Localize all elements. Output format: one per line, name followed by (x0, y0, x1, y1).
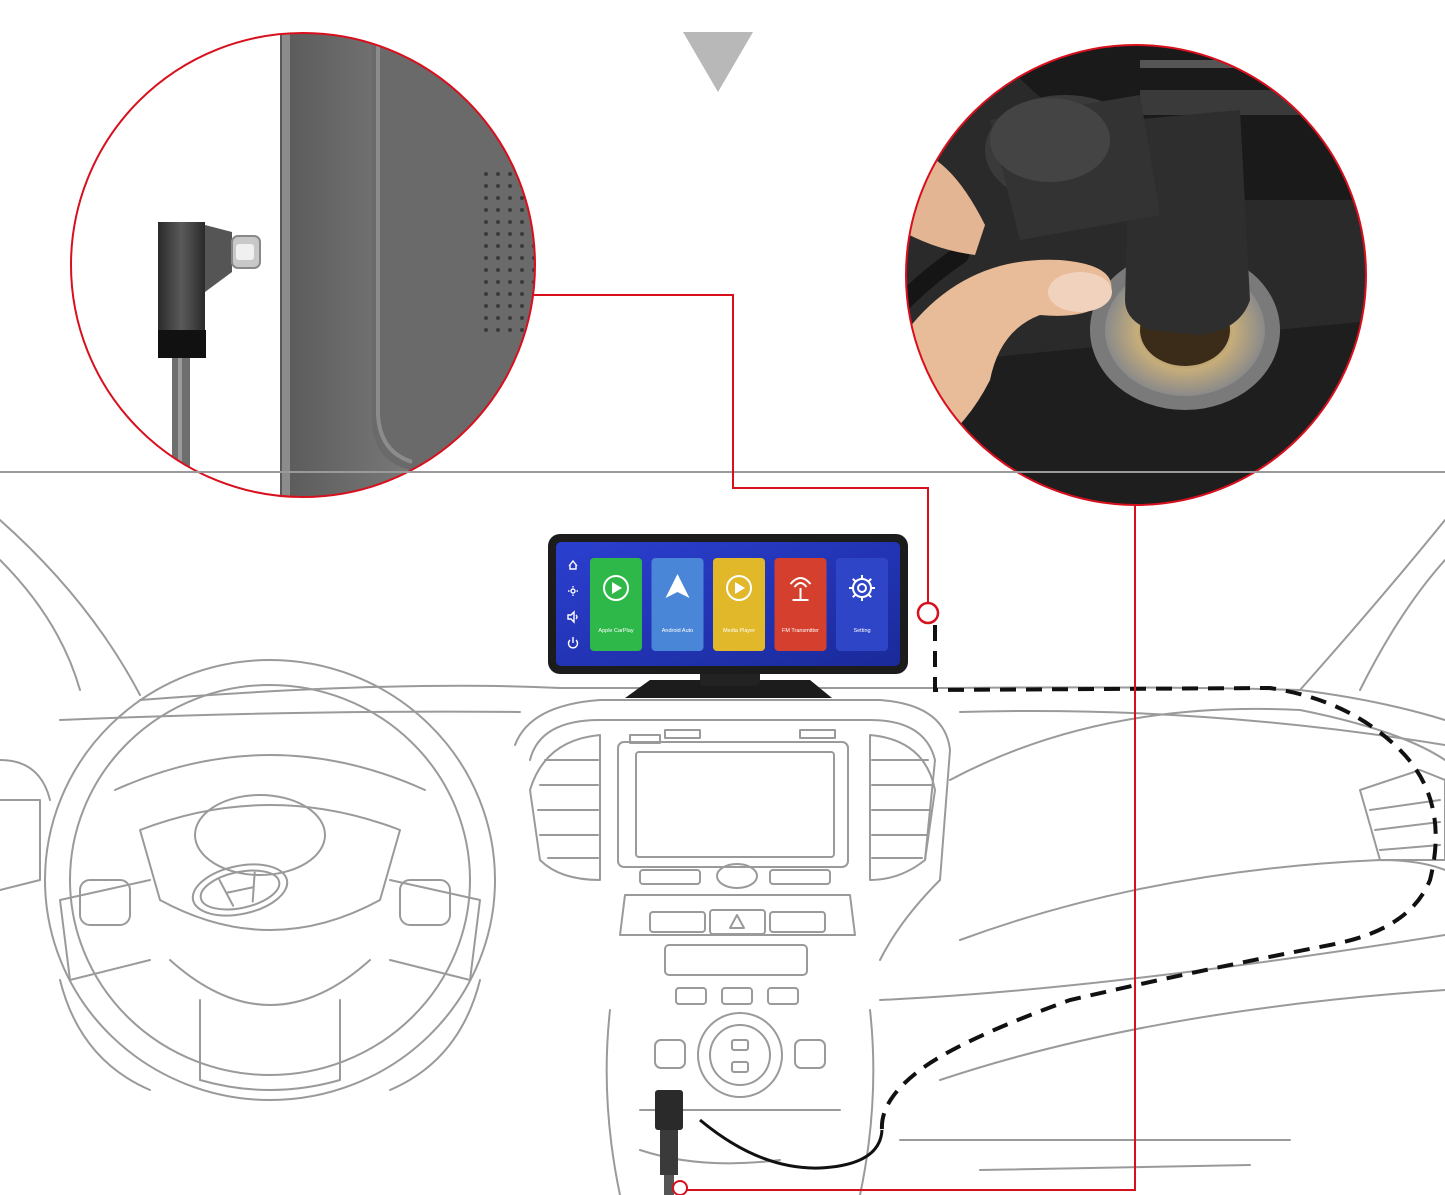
left-vent (529, 734, 601, 881)
home-icon[interactable] (568, 559, 578, 570)
app-tile-bg (774, 558, 827, 651)
app-tile[interactable]: Media Player (713, 558, 765, 651)
plug-port-marker (672, 1180, 688, 1195)
app-tile-label: Android Auto (662, 628, 694, 634)
app-tile-bg (651, 558, 704, 651)
connection-port-marker (916, 601, 940, 625)
dashed-cable (879, 625, 1438, 1131)
steering-wheel (44, 659, 496, 1101)
hyundai-logo (191, 863, 289, 917)
device-stand (625, 680, 832, 698)
usb-c-closeup (71, 33, 535, 497)
media-player-icon (726, 575, 752, 601)
app-tile[interactable]: Android Auto (651, 558, 704, 651)
app-tile[interactable]: Apple CarPlay (590, 558, 642, 651)
app-tile-label: Setting (853, 628, 870, 634)
setting-gear-icon (849, 575, 875, 601)
car-interior-drawing (0, 471, 1445, 1195)
app-tile-label: Apple CarPlay (598, 628, 633, 634)
left-closeup-border (70, 32, 536, 498)
connector-lines (532, 294, 1136, 1191)
carplay-icon (603, 575, 629, 601)
cigarette-lighter-closeup (906, 45, 1366, 505)
power-plug-icon (655, 1090, 683, 1195)
brightness-icon[interactable] (568, 586, 578, 596)
app-tile-bg (590, 558, 642, 651)
down-arrow-icon (683, 32, 753, 92)
power-cable (699, 1118, 884, 1170)
fm-transmitter-icon (789, 577, 812, 601)
app-tile[interactable]: FM Transmitter (774, 558, 827, 651)
app-tile-bg (713, 558, 765, 651)
climate-dial (697, 1012, 783, 1098)
app-tile[interactable]: Setting (836, 558, 888, 651)
app-tile-bg (836, 558, 888, 651)
right-vent (869, 734, 936, 881)
device-side-icons (567, 559, 579, 649)
car-center-display (617, 741, 849, 868)
portable-carplay-device: Apple CarPlay Android Auto Media Player FM … (548, 534, 908, 698)
android-auto-icon (665, 574, 690, 598)
app-tile-label: Media Player (723, 628, 755, 634)
power-icon[interactable] (567, 637, 579, 649)
device-app-tiles: Apple CarPlay Android Auto Media Player FM … (590, 558, 888, 651)
volume-icon[interactable] (567, 610, 578, 624)
app-tile-label: FM Transmitter (782, 628, 819, 634)
